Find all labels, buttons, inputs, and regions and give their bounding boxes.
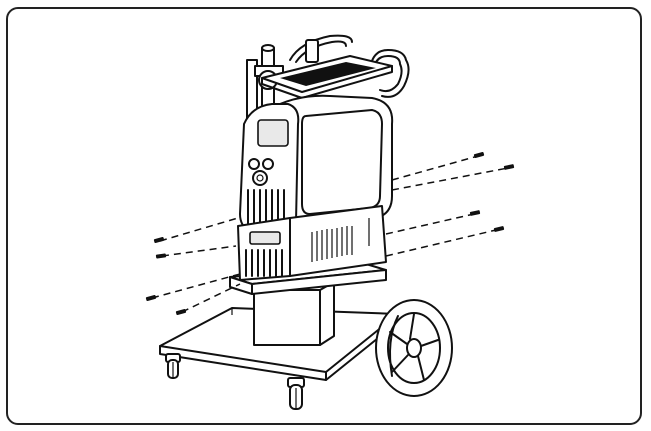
screw-guide-lines xyxy=(151,155,509,313)
front-right-caster xyxy=(287,377,305,410)
screw-icon xyxy=(153,236,165,244)
lower-cooling-unit xyxy=(237,205,387,281)
lower-front-vents xyxy=(245,249,283,277)
top-tray xyxy=(261,55,393,99)
front-left-caster xyxy=(165,353,181,379)
machine-shelf xyxy=(229,263,387,295)
screw-icon xyxy=(473,151,485,159)
screw-set xyxy=(145,151,515,316)
trolley-column xyxy=(253,281,335,346)
screw-icon xyxy=(469,210,481,216)
upper-welding-machine xyxy=(239,94,394,233)
screw-icon xyxy=(155,253,167,259)
lower-side-grille xyxy=(311,218,370,262)
screw-icon xyxy=(493,226,505,232)
trolley-handle xyxy=(289,34,410,98)
screw-icon xyxy=(175,308,187,316)
rear-wheel xyxy=(375,299,453,397)
screw-icon xyxy=(503,164,515,170)
screw-icon xyxy=(145,294,157,302)
